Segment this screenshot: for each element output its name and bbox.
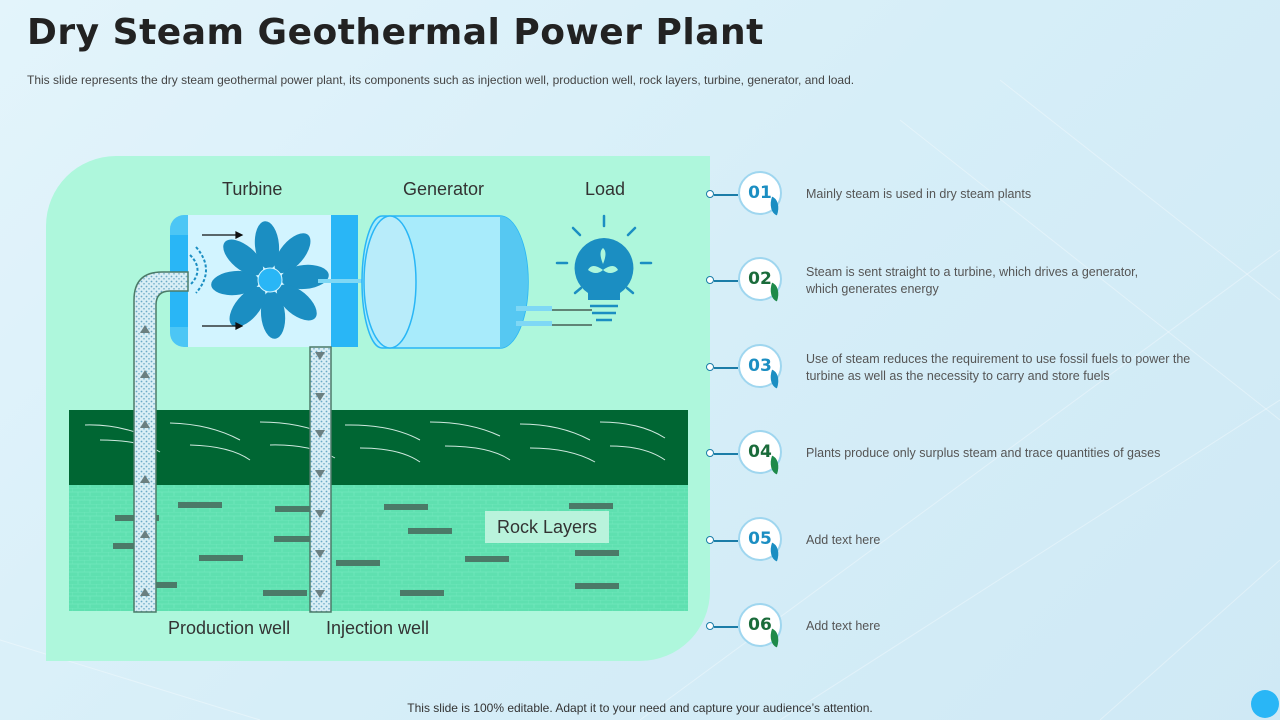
step-item: 03 Use of steam reduces the requirement …: [706, 343, 1246, 393]
step-item: 05 Add text here: [706, 516, 1246, 566]
turbine: [170, 215, 389, 347]
connector-dot: [706, 190, 714, 198]
step-item: 06 Add text here: [706, 602, 1246, 652]
geothermal-diagram: [69, 214, 688, 613]
step-text: Add text here: [806, 619, 881, 633]
connector-line: [714, 194, 738, 196]
injection-well-label: Injection well: [326, 618, 430, 638]
connector-dot: [706, 363, 714, 371]
rock-layers-label: Rock Layers: [485, 511, 609, 543]
step-text: Mainly steam is used in dry steam plants: [806, 187, 1032, 201]
production-well-label: Production well: [168, 618, 291, 638]
turbine-label: Turbine: [222, 179, 283, 199]
step-text: Plants produce only surplus steam and tr…: [806, 446, 1161, 460]
connector-dot: [706, 276, 714, 284]
load-label: Load: [585, 179, 626, 199]
step-number-badge: 01: [738, 171, 782, 215]
connector-line: [714, 540, 738, 542]
connector-line: [714, 453, 738, 455]
step-item: 01 Mainly steam is used in dry steam pla…: [706, 170, 1246, 220]
step-item: 02 Steam is sent straight to a turbine, …: [706, 256, 1246, 306]
footer-note: This slide is 100% editable. Adapt it to…: [407, 701, 873, 715]
step-text: Add text here: [806, 533, 881, 547]
production-well: [133, 271, 189, 613]
step-item: 04 Plants produce only surplus steam and…: [706, 429, 1246, 479]
connector-dot: [706, 449, 714, 457]
connector-dot: [706, 536, 714, 544]
connector-line: [714, 367, 738, 369]
connector-line: [714, 626, 738, 628]
page-subtitle: This slide represents the dry steam geot…: [27, 73, 855, 87]
corner-circle: [1251, 690, 1279, 718]
injection-well: [309, 346, 332, 613]
soil-layer: [69, 410, 688, 485]
turbine-fan: [211, 221, 329, 339]
generator: [361, 215, 592, 349]
step-text: Steam is sent straight to a turbine, whi…: [806, 265, 1139, 296]
connector-line: [714, 280, 738, 282]
generator-label: Generator: [403, 179, 485, 199]
connector-dot: [706, 622, 714, 630]
bulb-icon: [555, 214, 653, 322]
step-text: Use of steam reduces the requirement to …: [806, 352, 1191, 383]
page-title: Dry Steam Geothermal Power Plant: [27, 12, 764, 53]
